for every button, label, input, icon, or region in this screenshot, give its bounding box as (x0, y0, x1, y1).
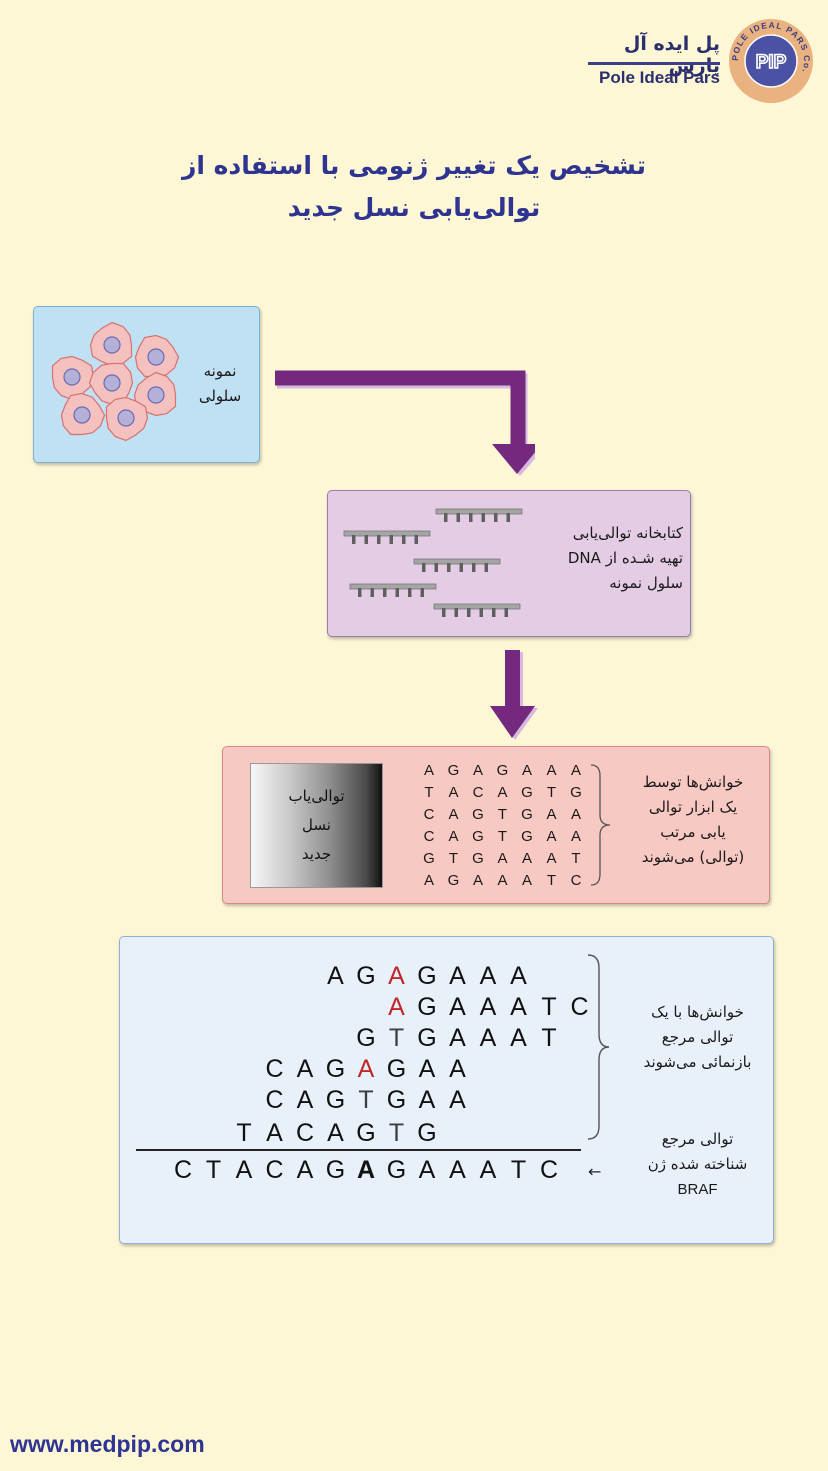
base-letter: A (521, 872, 532, 889)
page-title: تشخیص یک تغییر ژنومی با استفاده از توالی… (100, 145, 728, 229)
base-letter: A (423, 762, 434, 779)
brand-name-en: Pole Ideal Pars (599, 68, 720, 87)
base-letter: G (447, 872, 460, 889)
reference-label: توالی مرجع شناخته شده ژن BRAF (647, 1130, 748, 1198)
title-line-2: توالی‌یابی نسل جدید (287, 193, 541, 222)
footer-website-link[interactable]: www.medpip.com (10, 1431, 205, 1457)
base-letter: T (448, 850, 459, 867)
aligned-reads-brace-icon (587, 954, 610, 1140)
cell-icon (88, 362, 134, 406)
base-letter: G (423, 850, 435, 867)
cell-sample-label: نمونه سلولی (198, 362, 242, 405)
base-letter: A (546, 806, 557, 823)
nucleus-icon (103, 336, 121, 354)
base-letter: G (472, 806, 484, 823)
base-letter: A (472, 872, 483, 889)
base-letter: A (570, 806, 581, 823)
flow-arrow-down (490, 650, 538, 740)
cell-icon (89, 321, 133, 367)
base-letter: A (423, 872, 434, 889)
base-letter: T (497, 806, 508, 823)
base-letter: G (521, 806, 533, 823)
base-letter: G (570, 784, 582, 801)
cell-icon (134, 334, 180, 378)
base-letter: A (521, 762, 532, 779)
base-letter: T (546, 872, 557, 889)
nucleus-icon (147, 386, 165, 404)
base-letter: T (424, 784, 434, 801)
cell-icon (51, 355, 95, 401)
title-line-1: تشخیص یک تغییر ژنومی با استفاده از (181, 151, 647, 180)
base-letter: T (546, 784, 557, 801)
cell-cluster-illustration (51, 321, 180, 442)
reference-arrow-icon: ← (588, 1162, 602, 1181)
base-letter: A (448, 828, 459, 845)
cell-sample-box: نمونه سلولی (33, 306, 260, 463)
base-letter: A (521, 850, 532, 867)
base-letter: T (497, 828, 508, 845)
base-letter: G (447, 762, 460, 779)
sequencing-library-box: کتابخانه توالی‌یابی تهیه شـده از DNA سلو… (327, 490, 691, 637)
brand-name-fa: پل ایده آل پارس (623, 33, 720, 77)
sequencing-label: خوانش‌ها توسط یک ابزار توالی یابی مرتب (… (641, 773, 745, 866)
base-letter: A (546, 762, 557, 779)
base-letter: A (570, 828, 581, 845)
nucleus-icon (63, 368, 81, 386)
base-letter: C (423, 828, 435, 845)
cell-icon (105, 396, 149, 442)
alignment-box (119, 936, 774, 1244)
base-letter: A (546, 850, 557, 867)
ngs-sequencer-block: توالی‌یاب نسل جدید (250, 763, 383, 888)
base-letter: G (472, 850, 484, 867)
base-letter: C (472, 784, 484, 801)
base-letter: G (521, 828, 533, 845)
base-letter: G (521, 784, 533, 801)
dna-fragment-icon (349, 583, 437, 597)
base-letter: A (472, 762, 483, 779)
dna-fragments-illustration (343, 508, 523, 617)
base-letter: G (472, 828, 484, 845)
nucleus-icon (103, 374, 121, 392)
base-letter: A (546, 828, 557, 845)
reads-brace-icon (590, 764, 611, 886)
base-letter: A (448, 784, 459, 801)
reference-divider-line (136, 1149, 581, 1151)
sequencer-label: توالی‌یاب نسل جدید (288, 787, 345, 863)
flow-arrow-elbow (275, 370, 535, 476)
arrow-head-icon (492, 444, 535, 474)
company-seal-logo: POLE IDEAL PARS Co. PIP (729, 19, 813, 103)
cell-icon (60, 392, 106, 436)
base-letter: A (497, 850, 508, 867)
nucleus-icon (117, 409, 135, 427)
base-letter: G (496, 762, 509, 779)
arrow-head-icon (490, 706, 535, 738)
nucleus-icon (147, 348, 165, 366)
dna-fragment-icon (435, 508, 523, 522)
brand-divider (588, 62, 720, 65)
base-letter: C (423, 806, 435, 823)
nucleus-icon (73, 406, 91, 424)
dna-fragment-icon (433, 603, 521, 617)
base-letter: A (448, 806, 459, 823)
base-letter: T (571, 850, 581, 867)
dna-fragment-icon (343, 530, 431, 544)
library-label: کتابخانه توالی‌یابی تهیه شـده از DNA سلو… (567, 524, 683, 592)
base-letter: A (497, 872, 508, 889)
cell-icon (133, 371, 177, 417)
dna-fragment-icon (413, 558, 501, 572)
alignment-reads-label: خوانش‌ها با یک توالی مرجع بازنمائی می‌شو… (643, 1003, 752, 1071)
base-letter: A (497, 784, 508, 801)
base-letter: A (570, 762, 581, 779)
base-letter: C (570, 872, 582, 889)
seal-monogram: PIP (756, 52, 787, 73)
